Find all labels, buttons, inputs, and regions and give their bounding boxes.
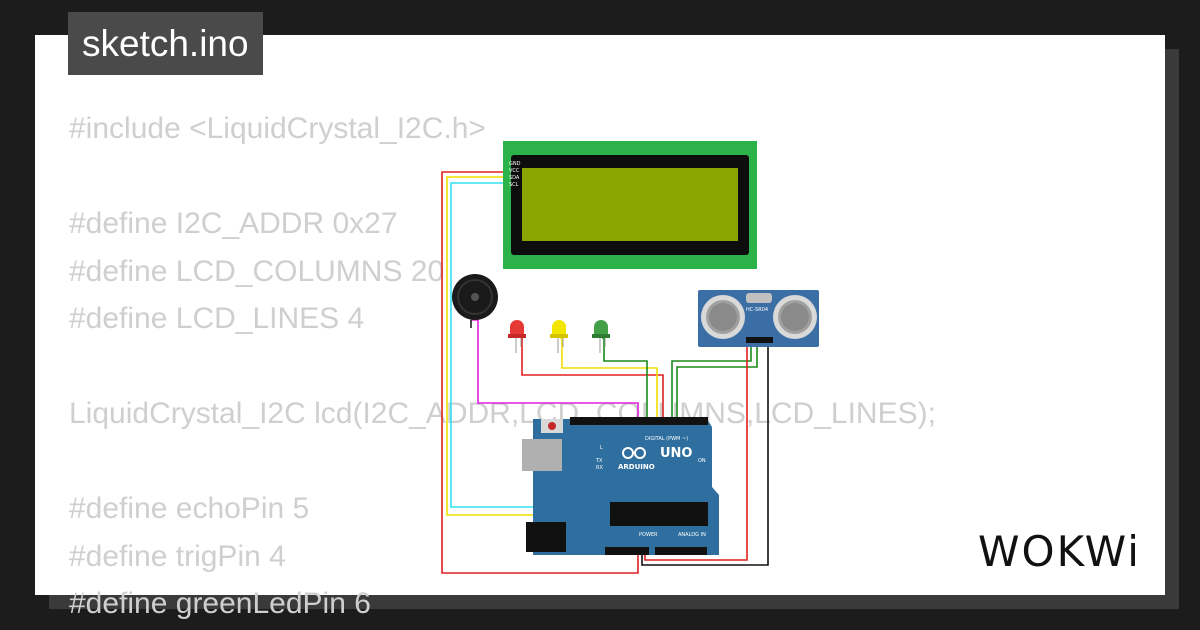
wire-green-sensor-1 [671,343,752,425]
circuit-diagram: GND VCC SDA SCL [441,141,819,574]
code-line: #define trigPin 4 [69,539,286,573]
file-tab[interactable]: sketch.ino [68,12,263,75]
wire-red [441,171,639,574]
wire-yellow-led [560,337,658,425]
board-tx-label: TX [595,458,603,464]
board-uno-label: UNO [660,446,693,461]
usb-port [522,439,562,471]
board-digital-label: DIGITAL (PWM ~) [645,436,688,442]
buzzer[interactable] [452,274,498,328]
wokwi-logo-text: WOKWi [978,527,1141,576]
lcd-pin-labels: GND VCC SDA SCL [509,161,521,188]
wire-green-led [602,337,648,425]
led-yellow[interactable] [550,320,568,353]
board-arduino-label: ARDUINO [618,463,655,471]
lcd-display[interactable]: GND VCC SDA SCL [503,141,757,269]
board-power-label: POWER [639,532,658,538]
arduino-board[interactable]: UNO ARDUINO DIGITAL (PWM ~) POWER ANALOG… [522,417,719,555]
sensor-label: HC-SR04 [746,307,768,313]
power-jack [526,522,566,552]
code-line: #include <LiquidCrystal_I2C.h> [69,112,486,145]
wire-magenta [471,319,639,425]
lcd-pin-vcc: VCC [509,168,520,174]
board-rx-label: RX [596,465,603,471]
wokwi-logo: WOKWi [978,528,1148,576]
code-line: #define LCD_LINES 4 [69,302,365,335]
led-red[interactable] [508,320,526,353]
preview-card: #include <LiquidCrystal_I2C.h> #define I… [35,35,1165,620]
chip [610,502,708,526]
code-line: #define echoPin 5 [69,492,310,525]
code-line: #define greenLedPin 6 [69,587,371,620]
wire-red-led [518,336,664,425]
board-analog-label: ANALOG IN [678,532,706,538]
board-l-label: L [600,445,603,451]
lcd-pin-scl: SCL [509,182,519,188]
code-editor: #include <LiquidCrystal_I2C.h> #define I… [69,105,936,628]
wire-green-sensor-2 [676,343,758,425]
wire-black-sensor [641,343,769,566]
lcd-pin-sda: SDA [509,175,520,181]
code-line: #define LCD_COLUMNS 20 [69,254,445,288]
lcd-pin-gnd: GND [509,161,521,167]
code-line: #define I2C_ADDR 0x27 [69,207,398,240]
board-on-label: ON [698,458,706,464]
wire-red-sensor [644,343,748,561]
led-green[interactable] [592,320,610,353]
arduino-logo [622,447,646,459]
ultrasonic-sensor[interactable]: HC-SR04 [698,290,819,347]
